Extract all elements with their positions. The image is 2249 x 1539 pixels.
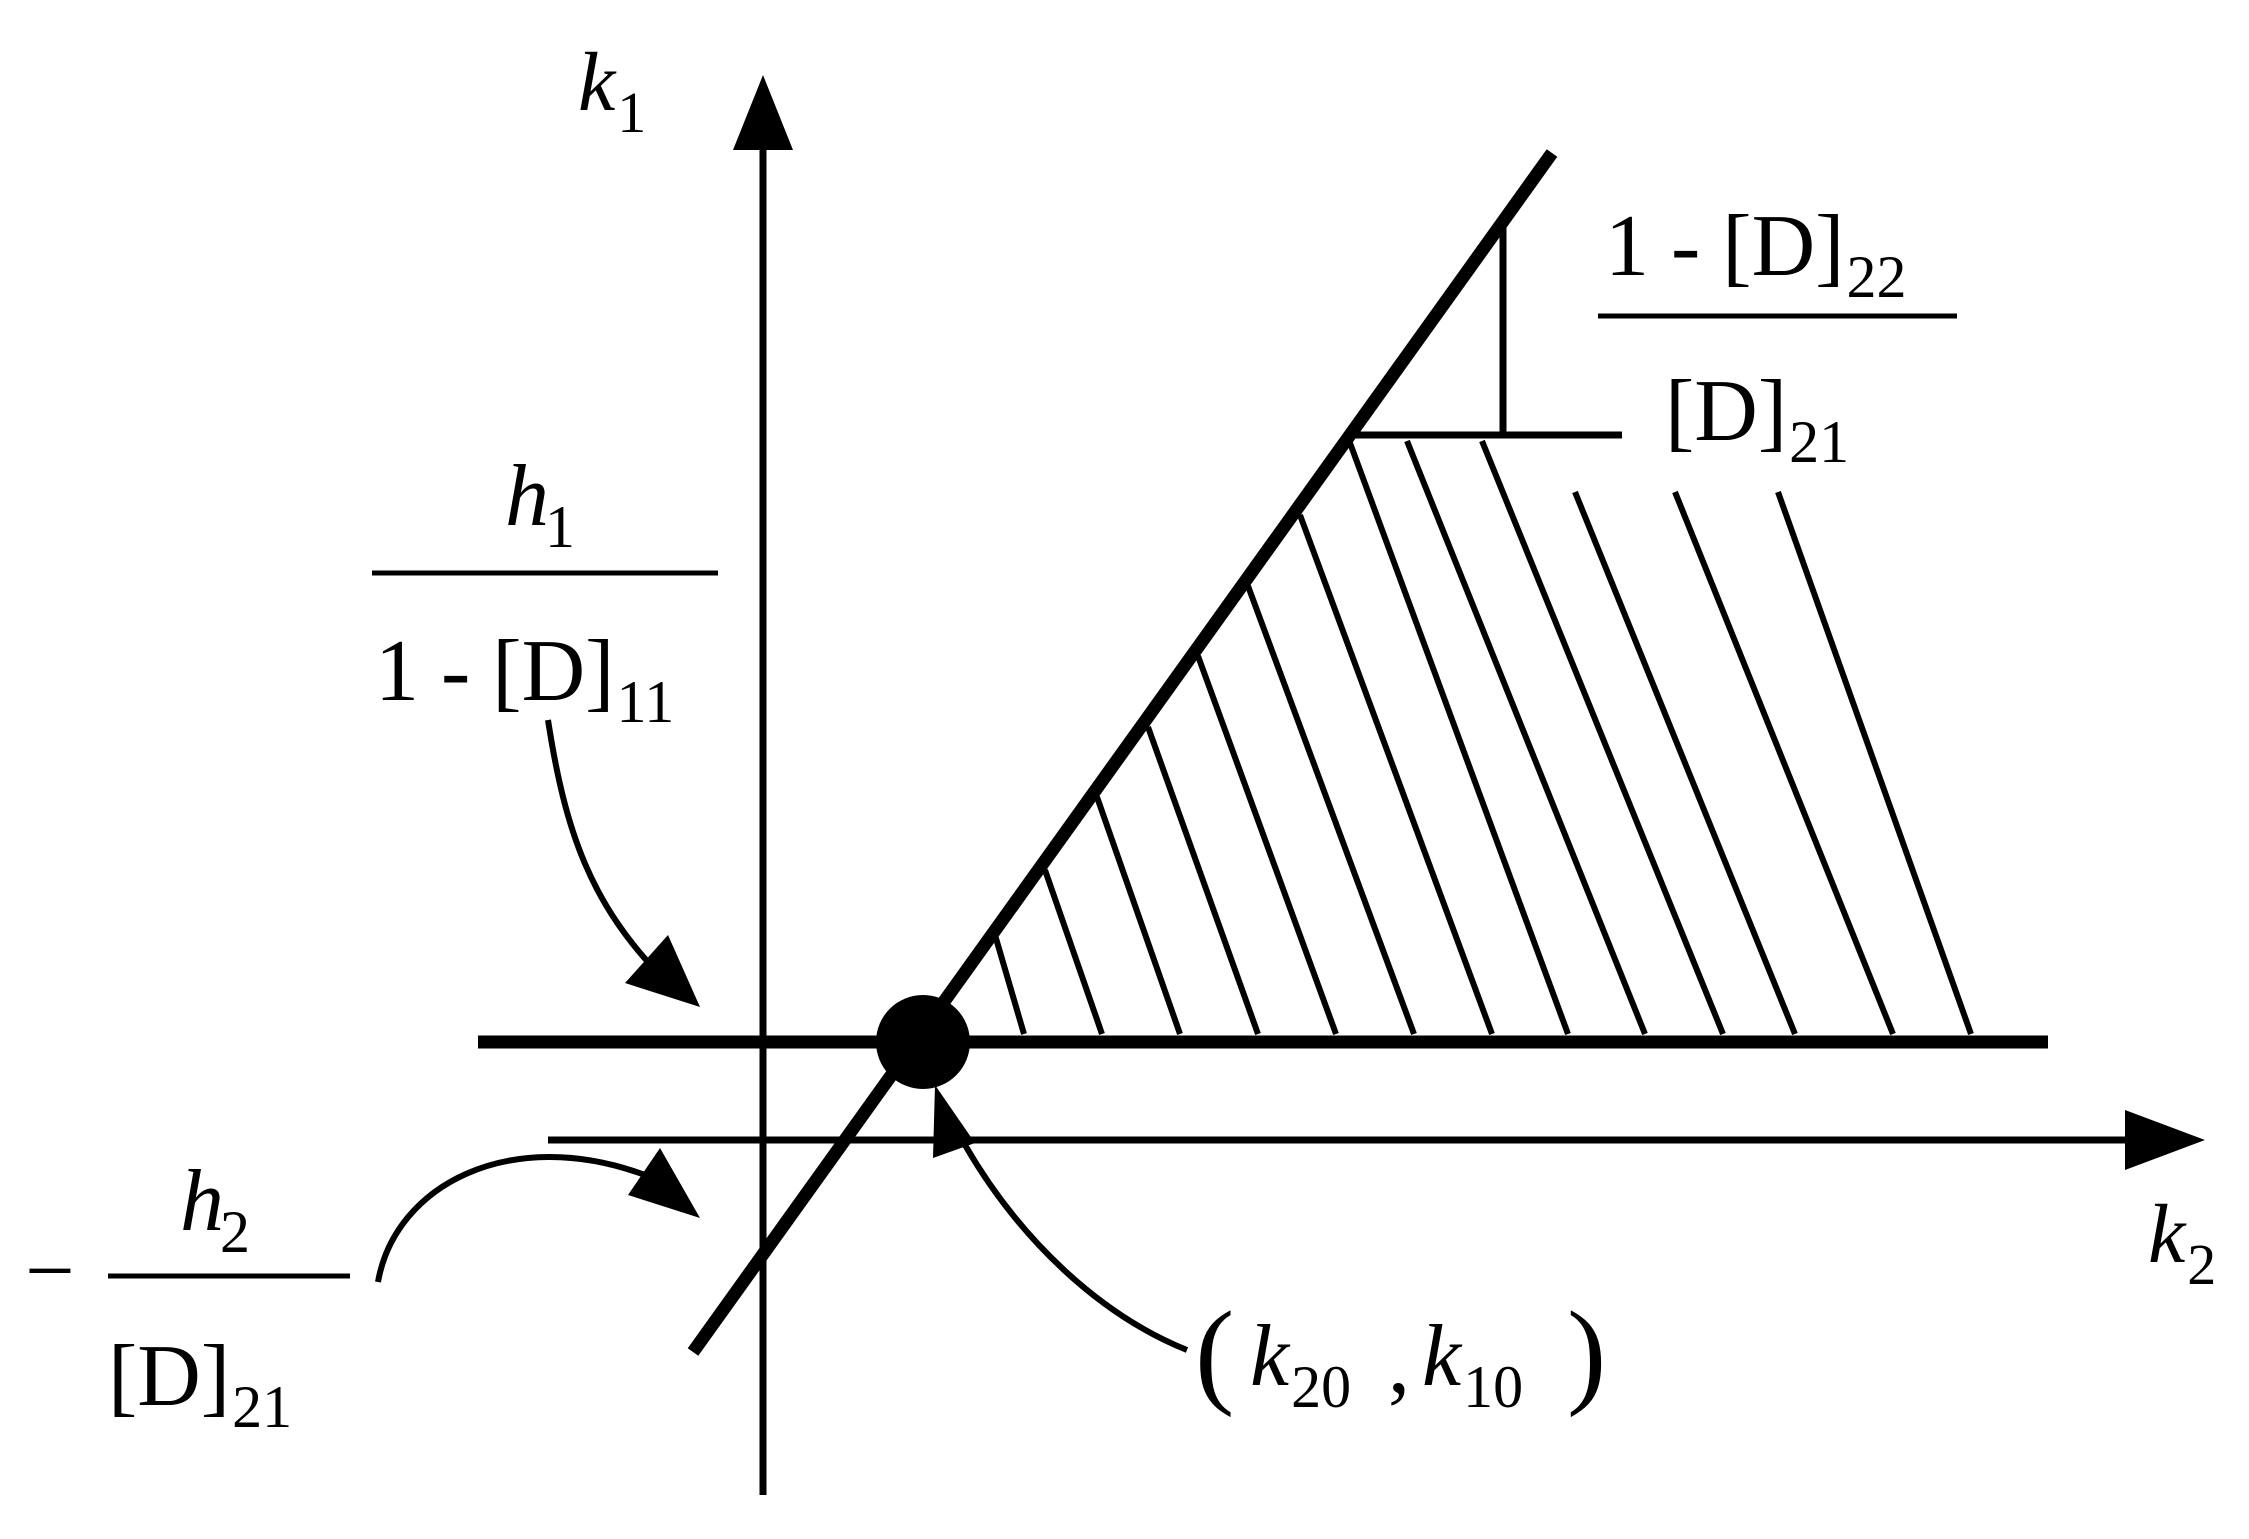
slanted-bound-line <box>687 149 1558 1356</box>
hatch-line <box>1245 584 1417 1036</box>
slope-fraction-label: 1 - [D]22 [D]21 <box>1598 198 1957 475</box>
h2-denominator: [D]21 <box>108 1328 292 1440</box>
h1-numerator: h1 <box>505 448 575 560</box>
k2-axis-label: k2 <box>2148 1188 2216 1297</box>
hatch-line <box>1347 441 1571 1036</box>
pointer-arrow-h1 <box>545 719 668 983</box>
slope-numerator: 1 - [D]22 <box>1605 198 1906 310</box>
point-k10: k10 <box>1422 1308 1523 1420</box>
hatch-line <box>1672 490 1896 1036</box>
h1-fraction-label: h1 1 - [D]11 <box>372 448 718 735</box>
h1-denominator: 1 - [D]11 <box>375 623 674 735</box>
hatched-region <box>992 439 1974 1036</box>
hatch-line <box>1572 490 1798 1036</box>
hatch-line <box>1094 796 1183 1035</box>
pointer-arrowhead-h2 <box>628 1148 700 1218</box>
hatch-line <box>1297 513 1495 1036</box>
intersection-point <box>876 995 970 1089</box>
hatch-line <box>1404 439 1648 1036</box>
hatch-line <box>992 934 1027 1035</box>
point-comma: , <box>1388 1315 1410 1412</box>
k1-axis-arrowhead <box>733 75 793 150</box>
point-open-paren: ( <box>1195 1287 1234 1418</box>
k1-axis-label: k1 <box>578 36 646 145</box>
hatch-line <box>1145 725 1261 1036</box>
h2-numerator: h2 <box>180 1153 250 1265</box>
hatch-line <box>1195 654 1339 1036</box>
pointer-arrow-h2 <box>375 1153 647 1283</box>
pointer-arrowhead-h1 <box>625 935 700 1007</box>
h2-fraction-label: − h2 [D]21 <box>25 1153 350 1440</box>
intersection-point-label: ( k20 , k10 ) <box>1195 1287 1606 1420</box>
point-k20: k20 <box>1250 1308 1351 1420</box>
hatch-line <box>1042 869 1105 1035</box>
h2-sign: − <box>25 1223 75 1320</box>
point-close-paren: ) <box>1567 1287 1606 1418</box>
pointer-arrowhead-point <box>933 1085 975 1158</box>
hatch-line <box>1479 439 1726 1036</box>
k2-axis-arrowhead <box>2125 1110 2205 1170</box>
hatch-line <box>1775 490 1974 1036</box>
pointer-arrow-point <box>962 1143 1189 1353</box>
slope-denominator: [D]21 <box>1665 363 1849 475</box>
